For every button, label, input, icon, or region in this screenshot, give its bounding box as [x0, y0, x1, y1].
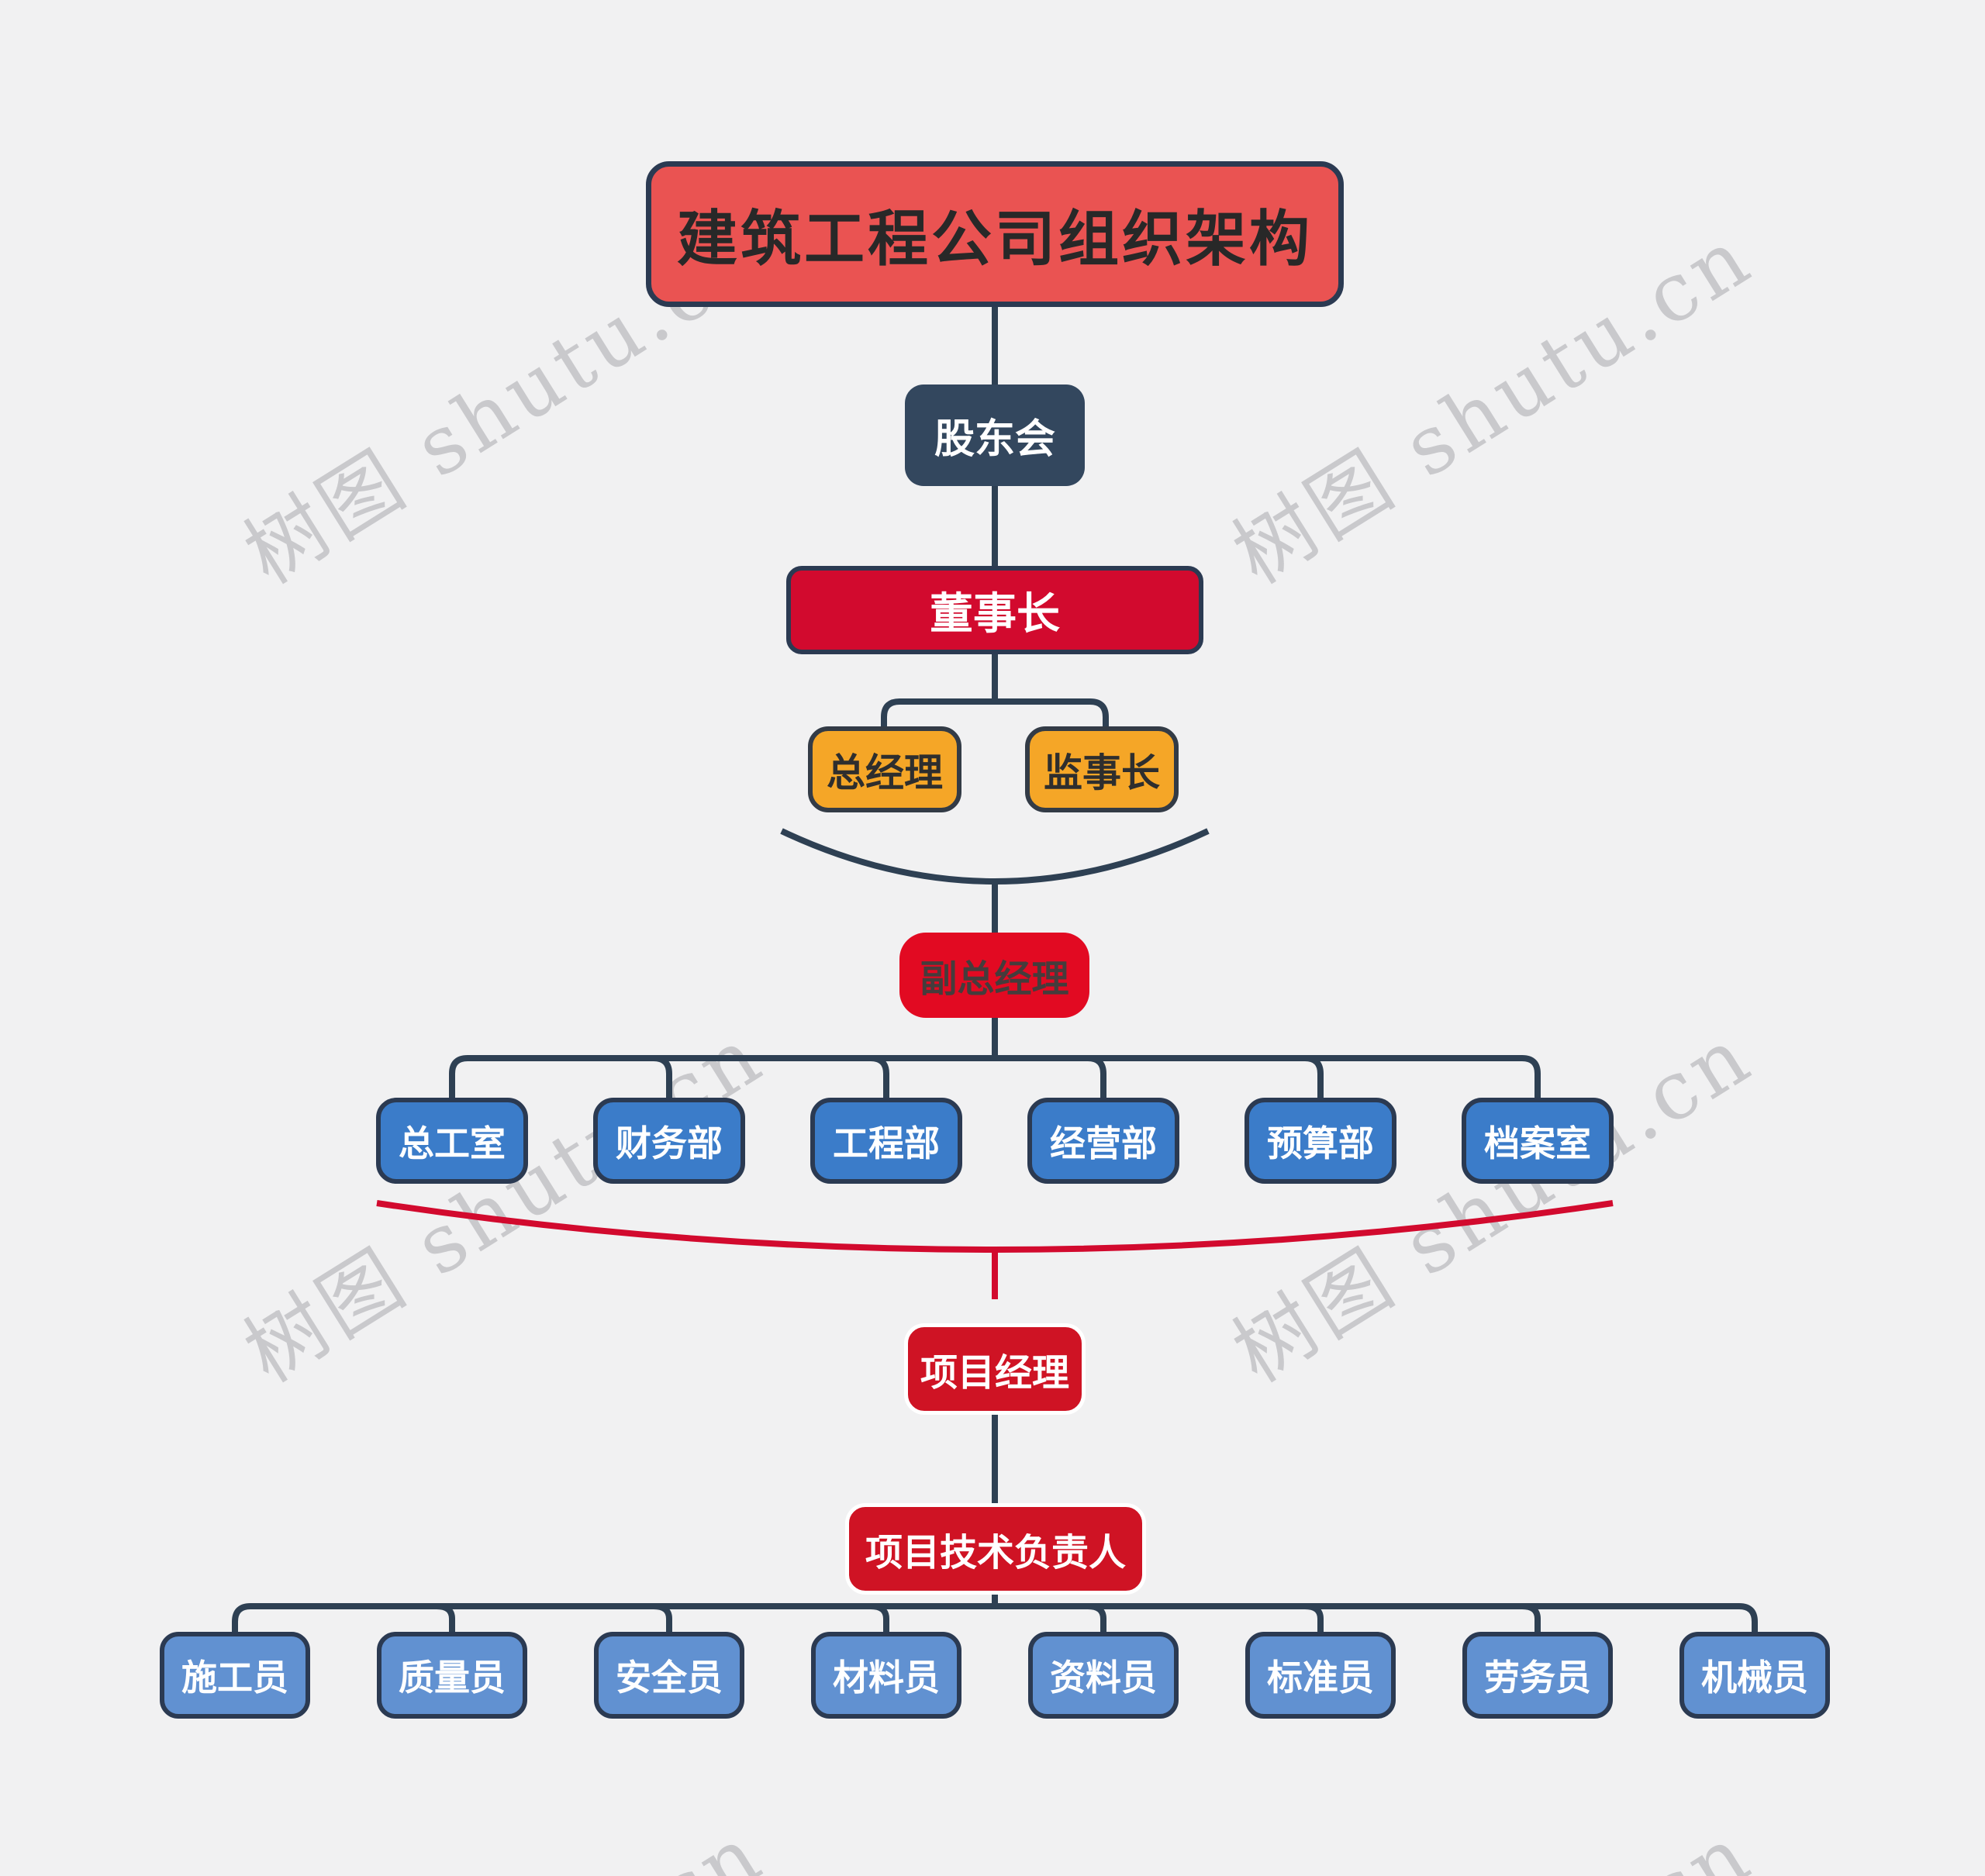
node-staff-documents: 资料员: [1028, 1632, 1179, 1719]
node-staff-quality: 质量员: [377, 1632, 527, 1719]
edge-chairman-split: [881, 698, 1109, 726]
arc-managers-merge: [780, 828, 1210, 885]
edge-staff-drop: [436, 1603, 455, 1632]
node-staff-standards: 标准员: [1245, 1632, 1396, 1719]
edge-dept-drop: [870, 1055, 889, 1098]
edge-dept-drop: [653, 1055, 672, 1098]
node-staff-labor: 劳务员: [1462, 1632, 1613, 1719]
node-dept-operations: 经营部: [1027, 1098, 1179, 1184]
node-dept-engineering: 工程部: [810, 1098, 962, 1184]
node-staff-construction: 施工员: [160, 1632, 310, 1719]
node-staff-safety: 安全员: [594, 1632, 744, 1719]
node-chairman: 董事长: [786, 566, 1203, 654]
edge-staff-rail: [232, 1603, 1758, 1632]
node-title: 建筑工程公司组织架构: [646, 161, 1344, 307]
node-staff-materials: 材料员: [811, 1632, 961, 1719]
node-dept-budget: 预算部: [1245, 1098, 1396, 1184]
edge-staff-drop: [653, 1603, 672, 1632]
node-supervisor: 监事长: [1025, 726, 1179, 812]
node-deputy-gm: 副总经理: [899, 933, 1089, 1018]
node-project-manager: 项目经理: [904, 1323, 1086, 1415]
node-staff-machinery: 机械员: [1679, 1632, 1830, 1719]
node-general-manager: 总经理: [808, 726, 961, 812]
node-dept-chief-engineer-office: 总工室: [376, 1098, 528, 1184]
node-project-tech-lead: 项目技术负责人: [845, 1503, 1146, 1595]
edge-staff-drop: [870, 1603, 889, 1632]
edge-staff-drop: [1304, 1603, 1324, 1632]
edge-dept-drop: [1087, 1055, 1106, 1098]
node-dept-archives: 档案室: [1462, 1098, 1614, 1184]
edge-departments-rail: [449, 1055, 1541, 1098]
node-shareholders: 股东会: [905, 385, 1085, 486]
edge-staff-drop: [1087, 1603, 1106, 1632]
node-dept-finance: 财务部: [593, 1098, 745, 1184]
arc-departments-merge-red: [376, 1200, 1614, 1253]
edge-staff-drop: [1521, 1603, 1541, 1632]
edge-dept-drop: [1304, 1055, 1324, 1098]
